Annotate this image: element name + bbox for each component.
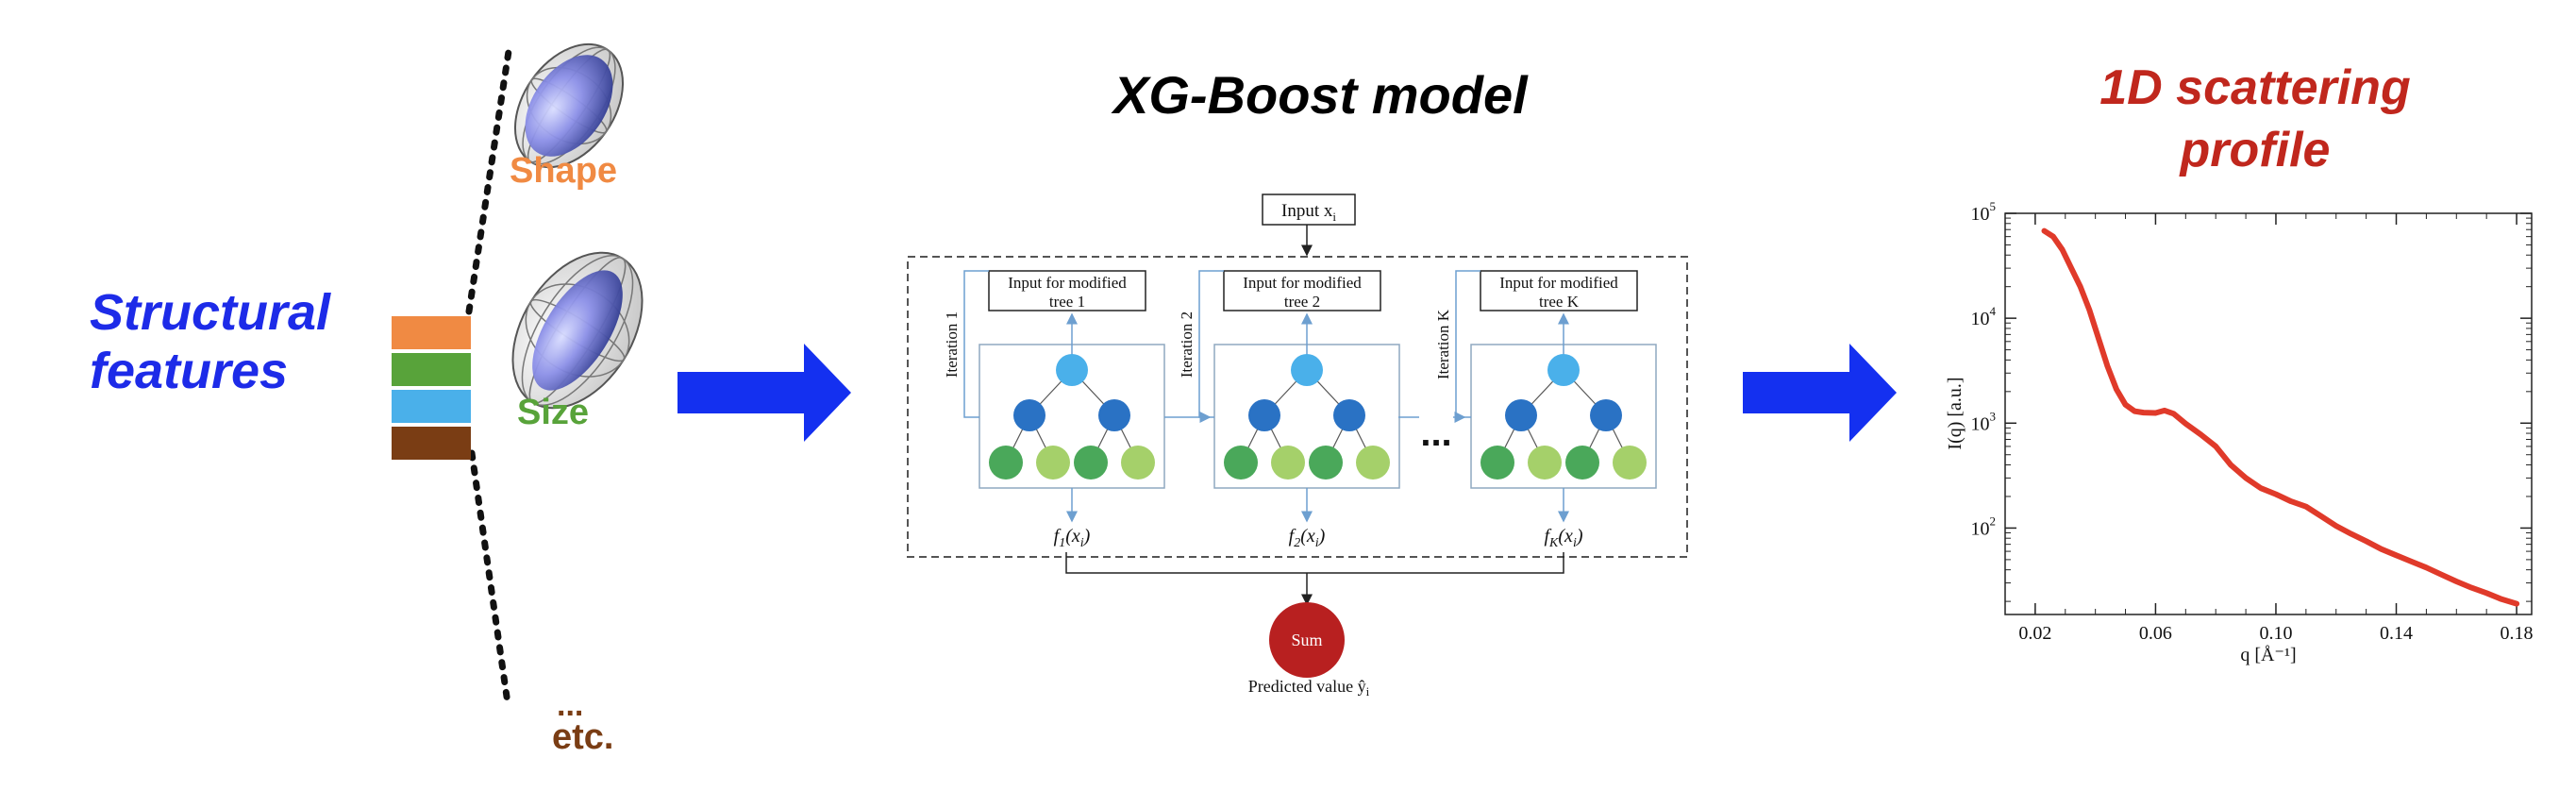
x-axis-label: q [Å⁻¹]: [2240, 645, 2296, 665]
plot-area: [2004, 212, 2533, 615]
tree-leaf-node: [1480, 446, 1514, 480]
tree-output-label: f2(xi): [1289, 526, 1326, 550]
dotted-line-bottom: [468, 449, 511, 707]
tree-internal-node: [1013, 399, 1045, 431]
iteration-feedback-line: [963, 270, 989, 418]
etc-label: etc.: [552, 717, 614, 757]
structural-features-line2: features: [90, 343, 289, 399]
tree-internal-node: [1505, 399, 1537, 431]
structural-features-line1: Structural: [90, 284, 331, 341]
sum-bracket: [1065, 552, 1564, 574]
feature-bar-size: [392, 353, 471, 386]
x-tick-label: 0.18: [2501, 623, 2534, 644]
predicted-value-label: Predicted value ŷi: [1248, 677, 1370, 698]
tree-input-line2: tree K: [1539, 293, 1580, 311]
tree-input-line1: Input for modified: [1008, 274, 1127, 292]
profile-title-line2: profile: [2180, 123, 2331, 177]
profile-title-line1: 1D scattering: [2099, 60, 2411, 115]
x-tick-label: 0.02: [2018, 623, 2051, 644]
tree-leaf-node: [1309, 446, 1343, 480]
size-label: Size: [517, 393, 590, 432]
y-tick-label: 104: [1971, 304, 1997, 329]
feature-bar-etc: [392, 427, 471, 460]
xgboost-title: XG-Boost model: [1113, 65, 1528, 125]
y-tick-label: 103: [1971, 409, 1997, 434]
tree-leaf-node: [1121, 446, 1155, 480]
input-box: [1262, 194, 1356, 226]
tree-leaf-node: [1074, 446, 1108, 480]
dotted-line-top: [465, 42, 513, 315]
tree-internal-node: [1098, 399, 1130, 431]
feature-color-bar: [392, 316, 471, 460]
arrow-right-icon-1: [677, 344, 851, 442]
tree-input-line2: tree 1: [1049, 293, 1085, 311]
arrow-right-icon-2: [1743, 344, 1897, 442]
tree-internal-node: [1248, 399, 1280, 431]
iteration-label: Iteration 2: [1178, 311, 1196, 378]
y-axis-label: I(q) [a.u.]: [1945, 377, 1965, 449]
tree-leaf-node: [1528, 446, 1562, 480]
sum-node: [1269, 602, 1345, 678]
iteration-label: Iteration K: [1434, 309, 1452, 379]
tree-input-line1: Input for modified: [1499, 274, 1618, 292]
x-tick-label: 0.14: [2380, 623, 2413, 644]
tree-root-node: [1291, 354, 1323, 386]
tree-leaf-node: [1565, 446, 1599, 480]
tree-leaf-node: [1224, 446, 1258, 480]
x-tick-label: 0.06: [2139, 623, 2172, 644]
sum-label: Sum: [1291, 631, 1322, 649]
tree-ellipsis: ...: [1420, 412, 1451, 454]
tree-leaf-node: [1613, 446, 1647, 480]
tree-leaf-node: [989, 446, 1023, 480]
etc-dots: ...: [557, 687, 584, 723]
structural-features-title: Structural features: [90, 283, 373, 400]
tree-internal-node: [1333, 399, 1365, 431]
size-ellipsoid-icon: [511, 251, 644, 410]
tree-input-line2: tree 2: [1284, 293, 1320, 311]
feature-bar-other: [392, 390, 471, 423]
tree-input-box: [988, 270, 1146, 311]
y-tick-label: 105: [1971, 199, 1997, 225]
tree-input-line1: Input for modified: [1243, 274, 1362, 292]
tree-internal-node: [1590, 399, 1622, 431]
shape-label: Shape: [510, 151, 618, 191]
scattering-curve: [2041, 227, 2520, 607]
tree-output-label: fK(xi): [1544, 526, 1582, 550]
profile-title: 1D scattering profile: [2066, 57, 2444, 181]
tree-input-box: [1480, 270, 1638, 311]
tree-root-node: [1056, 354, 1088, 386]
y-tick-label: 102: [1971, 513, 1997, 539]
iteration-label: Iteration 1: [943, 311, 961, 378]
tree-output-label: f1(xi): [1054, 526, 1091, 550]
tree-input-box: [1223, 270, 1381, 311]
shape-ellipsoid-icon: [513, 42, 625, 169]
tree-leaf-node: [1271, 446, 1305, 480]
tree-leaf-node: [1036, 446, 1070, 480]
feature-bar-shape: [392, 316, 471, 349]
x-tick-label: 0.10: [2259, 623, 2292, 644]
input-label: Input xi: [1281, 201, 1336, 224]
tree-leaf-node: [1356, 446, 1390, 480]
tree-root-node: [1547, 354, 1580, 386]
